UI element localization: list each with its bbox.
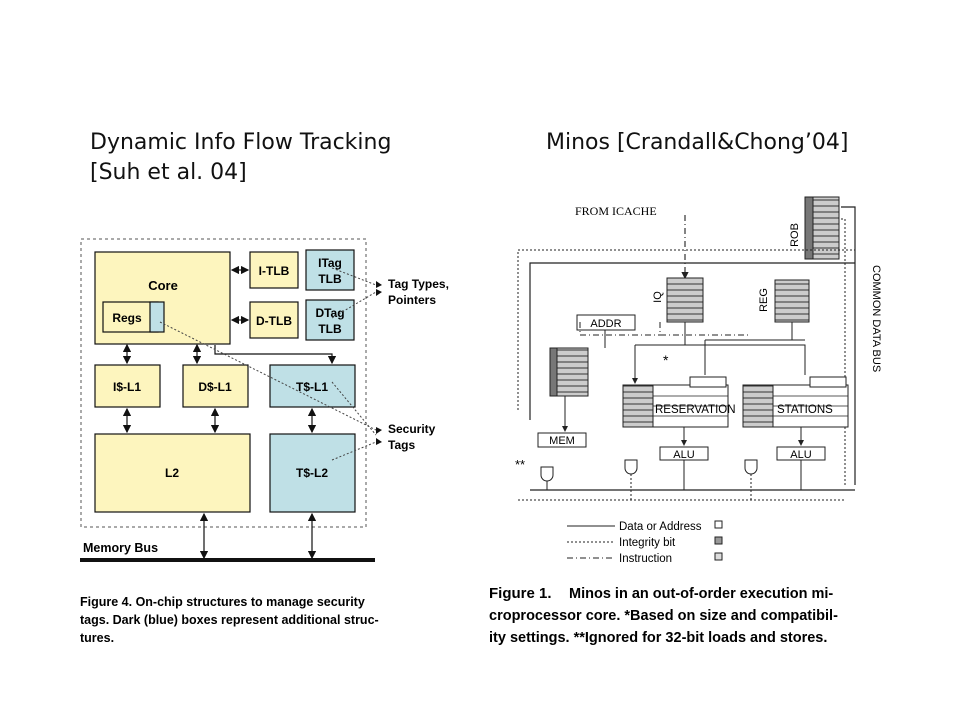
left-caption-line1: Figure 4. On-chip structures to manage s… <box>80 595 365 609</box>
common-data-bus-label: COMMON DATA BUS <box>870 265 882 372</box>
core-label: Core <box>148 278 178 293</box>
dtag-tlb-box <box>305 299 355 341</box>
star-label: * <box>663 352 669 368</box>
tag-types-label-2: Pointers <box>388 293 436 307</box>
right-caption-line1: Minos in an out-of-order execution mi- <box>569 586 833 602</box>
itlb-box <box>249 251 299 289</box>
tl2-label: T$-L2 <box>296 466 328 480</box>
stations-label: STATIONS <box>777 404 833 416</box>
legend-label-integrity: Integrity bit <box>619 537 676 549</box>
legend-label-instruction: Instruction <box>619 553 672 565</box>
right-caption-line3: ity settings. **Ignored for 32-bit loads… <box>489 630 827 646</box>
l2-label: L2 <box>165 466 179 480</box>
reservation-label: RESERVATION <box>655 404 736 416</box>
memory-bus-label: Memory Bus <box>83 541 158 555</box>
mem-label: MEM <box>549 435 575 447</box>
tl2-box <box>269 433 356 513</box>
double-star-label: ** <box>515 457 525 472</box>
l2-box <box>94 433 251 513</box>
right-diagram: FROM ICACHE ROB COMMON DATA BUS IQ REG A… <box>489 196 882 646</box>
dl1-label: D$-L1 <box>198 380 232 394</box>
legend-label-data: Data or Address <box>619 521 702 533</box>
itag-label-1: ITag <box>318 256 342 270</box>
addr-label: ADDR <box>590 318 621 330</box>
reg-label: REG <box>758 288 770 312</box>
il1-label: I$-L1 <box>113 380 141 394</box>
alu-label-2: ALU <box>790 449 811 461</box>
tl1-box <box>269 364 356 408</box>
security-tags-label-1: Security <box>388 422 436 436</box>
left-diagram: Core Regs I-TLB D-TLB ITag TLB DTag TLB … <box>80 238 449 645</box>
tl1-label: T$-L1 <box>296 380 328 394</box>
left-heading: Dynamic Info Flow Tracking [Suh et al. 0… <box>90 128 391 188</box>
right-heading: Minos [Crandall&Chong’04] <box>546 130 849 155</box>
itlb-label: I-TLB <box>259 264 290 278</box>
itag-tlb-box <box>305 249 355 291</box>
dl1-box <box>182 364 249 408</box>
regs-box <box>102 301 159 333</box>
regs-tag-box <box>149 301 165 333</box>
left-heading-line2: [Suh et al. 04] <box>90 160 247 185</box>
itag-label-2: TLB <box>318 272 342 286</box>
dtlb-box <box>249 301 299 339</box>
chip-boundary <box>80 238 367 528</box>
dtlb-label: D-TLB <box>256 314 292 328</box>
right-caption-line2: croprocessor core. *Based on size and co… <box>489 608 838 624</box>
security-tags-label-2: Tags <box>388 438 415 452</box>
left-caption-line3: tures. <box>80 631 114 645</box>
dtag-label-1: DTag <box>315 306 344 320</box>
regs-label: Regs <box>112 311 142 325</box>
iq-label: IQ <box>652 291 664 303</box>
alu-label-1: ALU <box>673 449 694 461</box>
left-heading-line1: Dynamic Info Flow Tracking <box>90 130 392 155</box>
right-caption-lead: Figure 1. <box>489 585 552 602</box>
tag-types-label-1: Tag Types, <box>388 277 449 291</box>
from-icache-label: FROM ICACHE <box>575 204 657 218</box>
left-caption-line2: tags. Dark (blue) boxes represent additi… <box>80 613 379 627</box>
il1-box <box>94 364 161 408</box>
dtag-label-2: TLB <box>318 322 342 336</box>
rob-label: ROB <box>789 223 801 247</box>
